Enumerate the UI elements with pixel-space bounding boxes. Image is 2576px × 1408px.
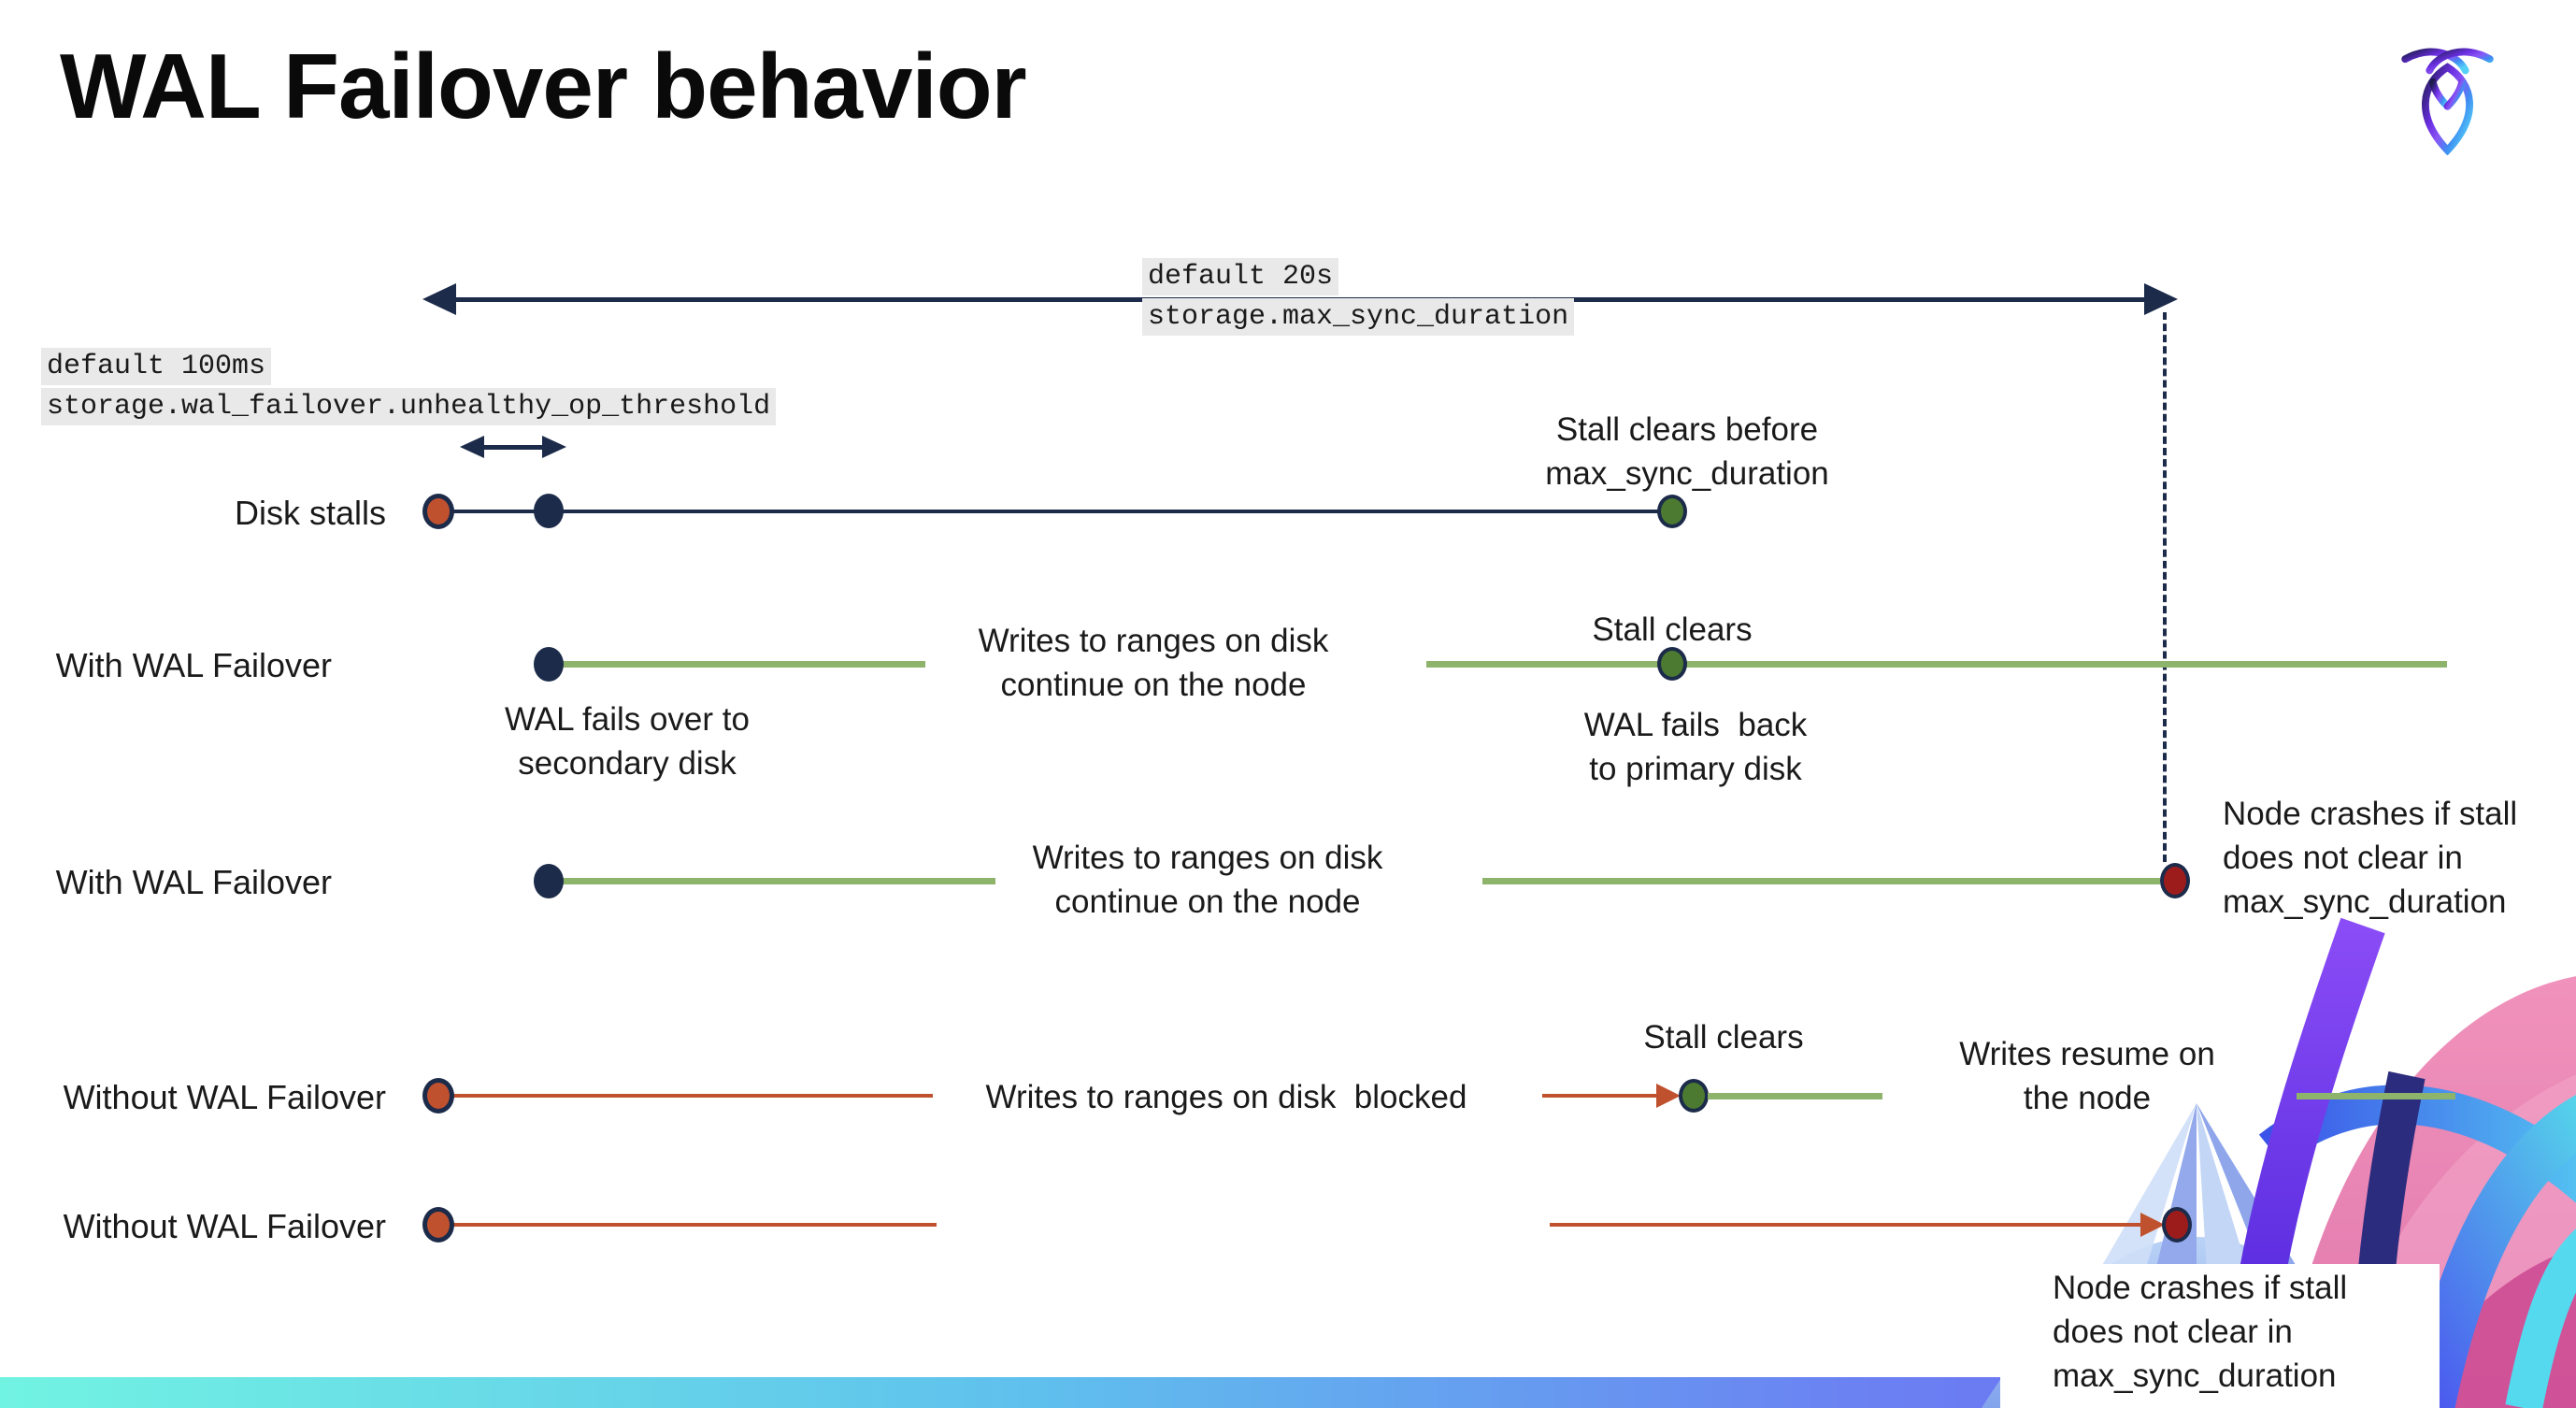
config-label-unhealthy-op-threshold: default 100ms storage.wal_failover.unhea… (41, 348, 777, 425)
red-arrowhead-icon (2140, 1213, 2165, 1237)
note-writes-continue: Writes to ranges on disk continue on the… (978, 623, 1329, 703)
config-setting-name: storage.max_sync_duration (1142, 298, 1575, 336)
config-label-max-sync-duration: default 20s storage.max_sync_duration (1142, 258, 1575, 336)
note-node-crashes: Node crashes if stall does not clear in … (2053, 1270, 2348, 1394)
arrowhead-right-icon (542, 436, 566, 458)
event-dot-disk-stall-start (422, 1207, 454, 1243)
writes-resume-line (2297, 1093, 2455, 1099)
writes-continue-line (1482, 878, 2160, 884)
writes-continue-line (561, 878, 995, 884)
writes-blocked-line (452, 1094, 933, 1098)
event-dot-stall-clears (1679, 1079, 1709, 1113)
config-default-value: default 20s (1142, 258, 1339, 295)
writes-blocked-line (452, 1223, 937, 1227)
event-dot-stall-clears (1657, 495, 1687, 528)
note-writes-resume: Writes resume on the node (1959, 1036, 2215, 1116)
event-dot-wal-failover (534, 864, 564, 898)
note-writes-continue: Writes to ranges on disk continue on the… (1032, 840, 1383, 920)
note-node-crashes: Node crashes if stall does not clear in … (2223, 796, 2518, 920)
note-stall-clears: Stall clears (1592, 611, 1753, 648)
event-dot-node-crash (2162, 1207, 2192, 1243)
row-label-disk-stalls: Disk stalls (234, 494, 386, 532)
event-dot-node-crash (2160, 863, 2190, 898)
writes-resume-line (1708, 1093, 1882, 1099)
note-wal-fails-back: WAL fails back to primary disk (1583, 707, 1808, 787)
arrowhead-left-icon (422, 283, 456, 315)
threshold-span-line (482, 445, 544, 450)
row-label-without-wal-failover-1: Without WAL Failover (63, 1078, 386, 1116)
arrowhead-right-icon (2144, 283, 2178, 315)
event-dot-wal-failover (534, 647, 564, 682)
max-sync-deadline-dashed-line (2163, 312, 2167, 862)
writes-blocked-line (1542, 1094, 1658, 1098)
note-stall-clears: Stall clears (1643, 1019, 1804, 1056)
red-arrowhead-icon (1656, 1084, 1681, 1108)
note-writes-blocked: Writes to ranges on disk blocked (985, 1079, 1467, 1115)
row-label-without-wal-failover-2: Without WAL Failover (63, 1207, 386, 1245)
config-setting-name: storage.wal_failover.unhealthy_op_thresh… (41, 388, 777, 425)
event-dot-threshold-reached (534, 494, 564, 528)
writes-blocked-line (1550, 1223, 2142, 1227)
arrowhead-left-icon (460, 436, 484, 458)
row-label-with-wal-failover-1: With WAL Failover (55, 646, 332, 684)
note-wal-fails-over: WAL fails over to secondary disk (505, 701, 750, 782)
writes-continue-line (561, 661, 925, 668)
cockroachdb-logo-icon (2401, 48, 2494, 155)
writes-continue-line (1426, 661, 2447, 668)
event-dot-stall-clears (1657, 647, 1687, 681)
row-label-with-wal-failover-2: With WAL Failover (55, 863, 332, 901)
config-default-value: default 100ms (41, 348, 272, 385)
page-title: WAL Failover behavior (60, 35, 1027, 137)
crash-note-background-box (2000, 1264, 2440, 1408)
note-stall-clears-before: Stall clears before max_sync_duration (1545, 411, 1829, 492)
event-dot-disk-stall-start (422, 494, 454, 529)
disk-stall-timeline (438, 510, 1672, 513)
event-dot-disk-stall-start (422, 1078, 454, 1113)
